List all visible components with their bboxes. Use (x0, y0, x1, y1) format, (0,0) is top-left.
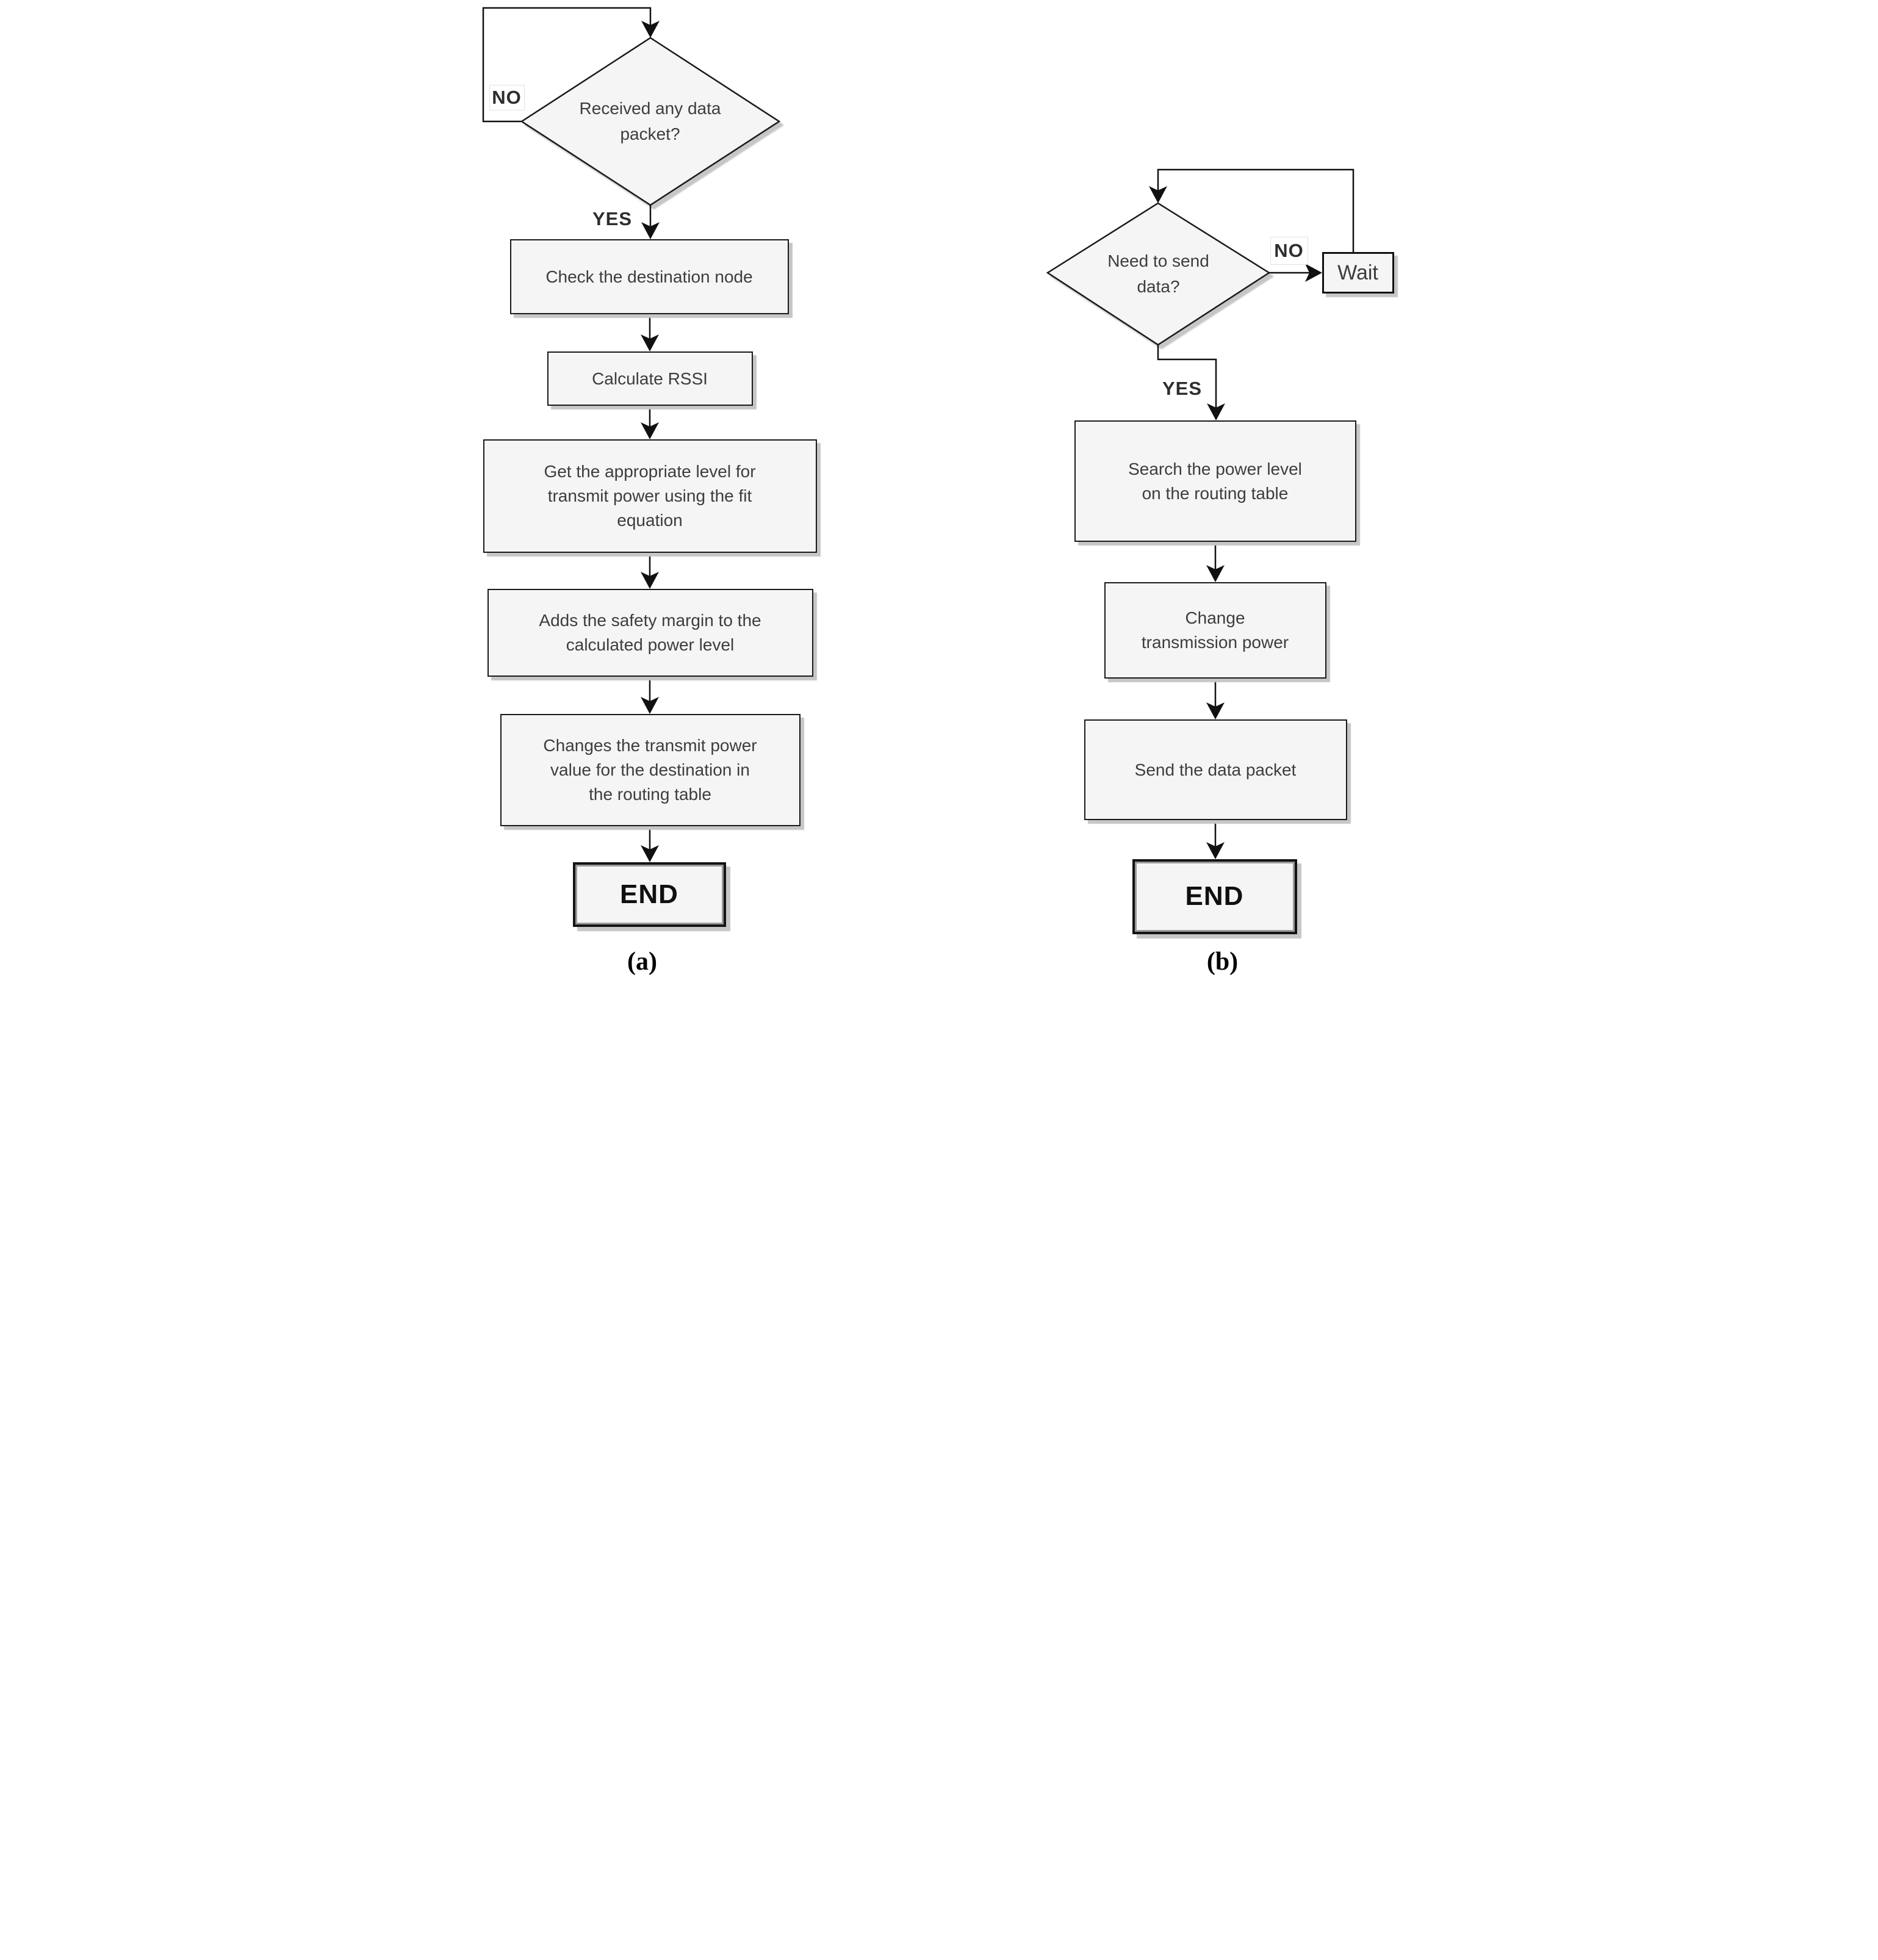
yes-label-a: YES (592, 208, 633, 229)
connector-a-step4-to-step5 (640, 677, 659, 714)
step-change-transmission-power: Change transmission power (1104, 582, 1326, 679)
step-calculate-rssi: Calculate RSSI (547, 351, 753, 406)
no-label-a: NO (489, 85, 525, 110)
arrowhead-into-decision-a (641, 21, 660, 38)
step-send-data-packet: Send the data packet (1084, 719, 1347, 820)
end-terminator-a: END (572, 862, 726, 927)
connector-b-yes-elbow (1157, 345, 1225, 420)
connector-a-step3-to-step4 (640, 553, 659, 589)
end-terminator-b: END (1132, 859, 1297, 934)
step-search-power-level: Search the power level on the routing ta… (1074, 420, 1356, 542)
connector-a-step5-to-end (640, 826, 659, 862)
no-label-b: NO (1270, 237, 1308, 265)
decision-a-diamond (520, 37, 780, 206)
connector-a-step1-to-step2 (640, 314, 659, 351)
step-change-transmit-power-value: Changes the transmit power value for the… (500, 714, 800, 826)
connector-b-step2-to-step3 (1206, 679, 1225, 719)
yes-label-b: YES (1162, 378, 1203, 399)
connector-a-step2-to-step3 (640, 406, 659, 439)
connector-layer (482, 7, 1354, 862)
arrowhead-into-decision-b (1148, 186, 1167, 203)
step-add-safety-margin: Adds the safety margin to the calculated… (487, 589, 813, 677)
decision-b-diamond (1046, 202, 1270, 346)
loop-no-connector-a (482, 7, 660, 123)
step-check-destination-node: Check the destination node (509, 239, 789, 314)
connector-a-decision-to-step1 (641, 205, 660, 239)
loop-wait-connector-b (1148, 168, 1354, 252)
wait-box: Wait (1322, 252, 1394, 294)
caption-b: (b) (1206, 948, 1239, 976)
caption-a: (a) (627, 948, 657, 976)
flowchart-figure: Received any data packet? NO YES Check t… (469, 0, 1409, 980)
connector-b-step1-to-step2 (1206, 542, 1225, 582)
connector-b-step3-to-end (1206, 820, 1225, 859)
connector-b-no-to-wait (1268, 264, 1322, 282)
step-get-appropriate-level: Get the appropriate level for transmit p… (483, 439, 817, 553)
